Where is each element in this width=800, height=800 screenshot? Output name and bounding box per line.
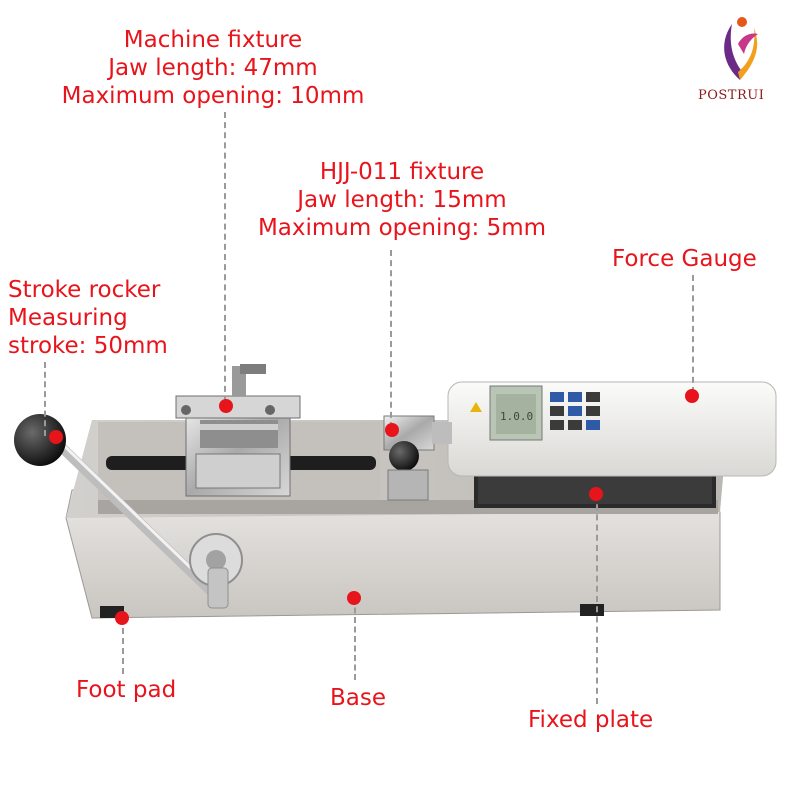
label-hjj-fixture: HJJ-011 fixture Jaw length: 15mm Maximum… (232, 158, 572, 242)
label-stroke-rocker: Stroke rocker Measuring stroke: 50mm (8, 276, 168, 360)
marker-base (347, 591, 361, 605)
label-machine-fixture-line-3: Maximum opening: 10mm (61, 83, 365, 109)
label-force-gauge: Force Gauge (612, 245, 757, 273)
label-base: Base (330, 684, 386, 712)
label-stroke-rocker-line-3: stroke: 50mm (8, 333, 168, 359)
label-machine-fixture-line-2: Jaw length: 47mm (108, 55, 318, 81)
leader-hjj-fixture (390, 250, 392, 428)
leader-machine-fixture (224, 112, 226, 402)
label-hjj-fixture-line-2: Jaw length: 15mm (297, 187, 507, 213)
leader-force-gauge (692, 275, 694, 393)
label-fixed-plate-line-1: Fixed plate (528, 707, 654, 733)
logo-text: POSTRUI (698, 88, 765, 103)
logo-figure-icon (724, 17, 758, 80)
stroke-rocker-shape (14, 414, 243, 609)
label-hjj-fixture-line-3: Maximum opening: 5mm (257, 215, 547, 241)
leader-foot-pad (122, 618, 124, 674)
marker-force-gauge (685, 389, 699, 403)
marker-machine-fixture (219, 399, 233, 413)
marker-foot-pad (115, 611, 129, 625)
label-hjj-fixture-line-1: HJJ-011 fixture (319, 159, 485, 185)
label-force-gauge-line-1: Force Gauge (612, 246, 757, 272)
label-machine-fixture: Machine fixture Jaw length: 47mm Maximum… (50, 26, 376, 110)
label-foot-pad: Foot pad (76, 676, 176, 704)
label-base-line-1: Base (330, 685, 387, 711)
marker-fixed-plate (589, 487, 603, 501)
label-stroke-rocker-line-1: Stroke rocker (8, 277, 161, 303)
hjj-fixture-shape (383, 415, 452, 501)
label-stroke-rocker-line-2: Measuring (8, 305, 128, 331)
gauge-display: 1.0.0 (500, 410, 533, 423)
label-fixed-plate: Fixed plate (528, 706, 653, 734)
label-machine-fixture-line-1: Machine fixture (123, 27, 303, 53)
force-gauge-shape: 1.0.0 (447, 381, 777, 477)
marker-stroke-rocker (49, 430, 63, 444)
leader-stroke-rocker (44, 362, 46, 436)
leader-fixed-plate (596, 494, 598, 704)
leader-base (354, 598, 356, 680)
marker-hjj-fixture (385, 423, 399, 437)
machine-fixture-shape (175, 364, 301, 497)
label-foot-pad-line-1: Foot pad (76, 677, 177, 703)
